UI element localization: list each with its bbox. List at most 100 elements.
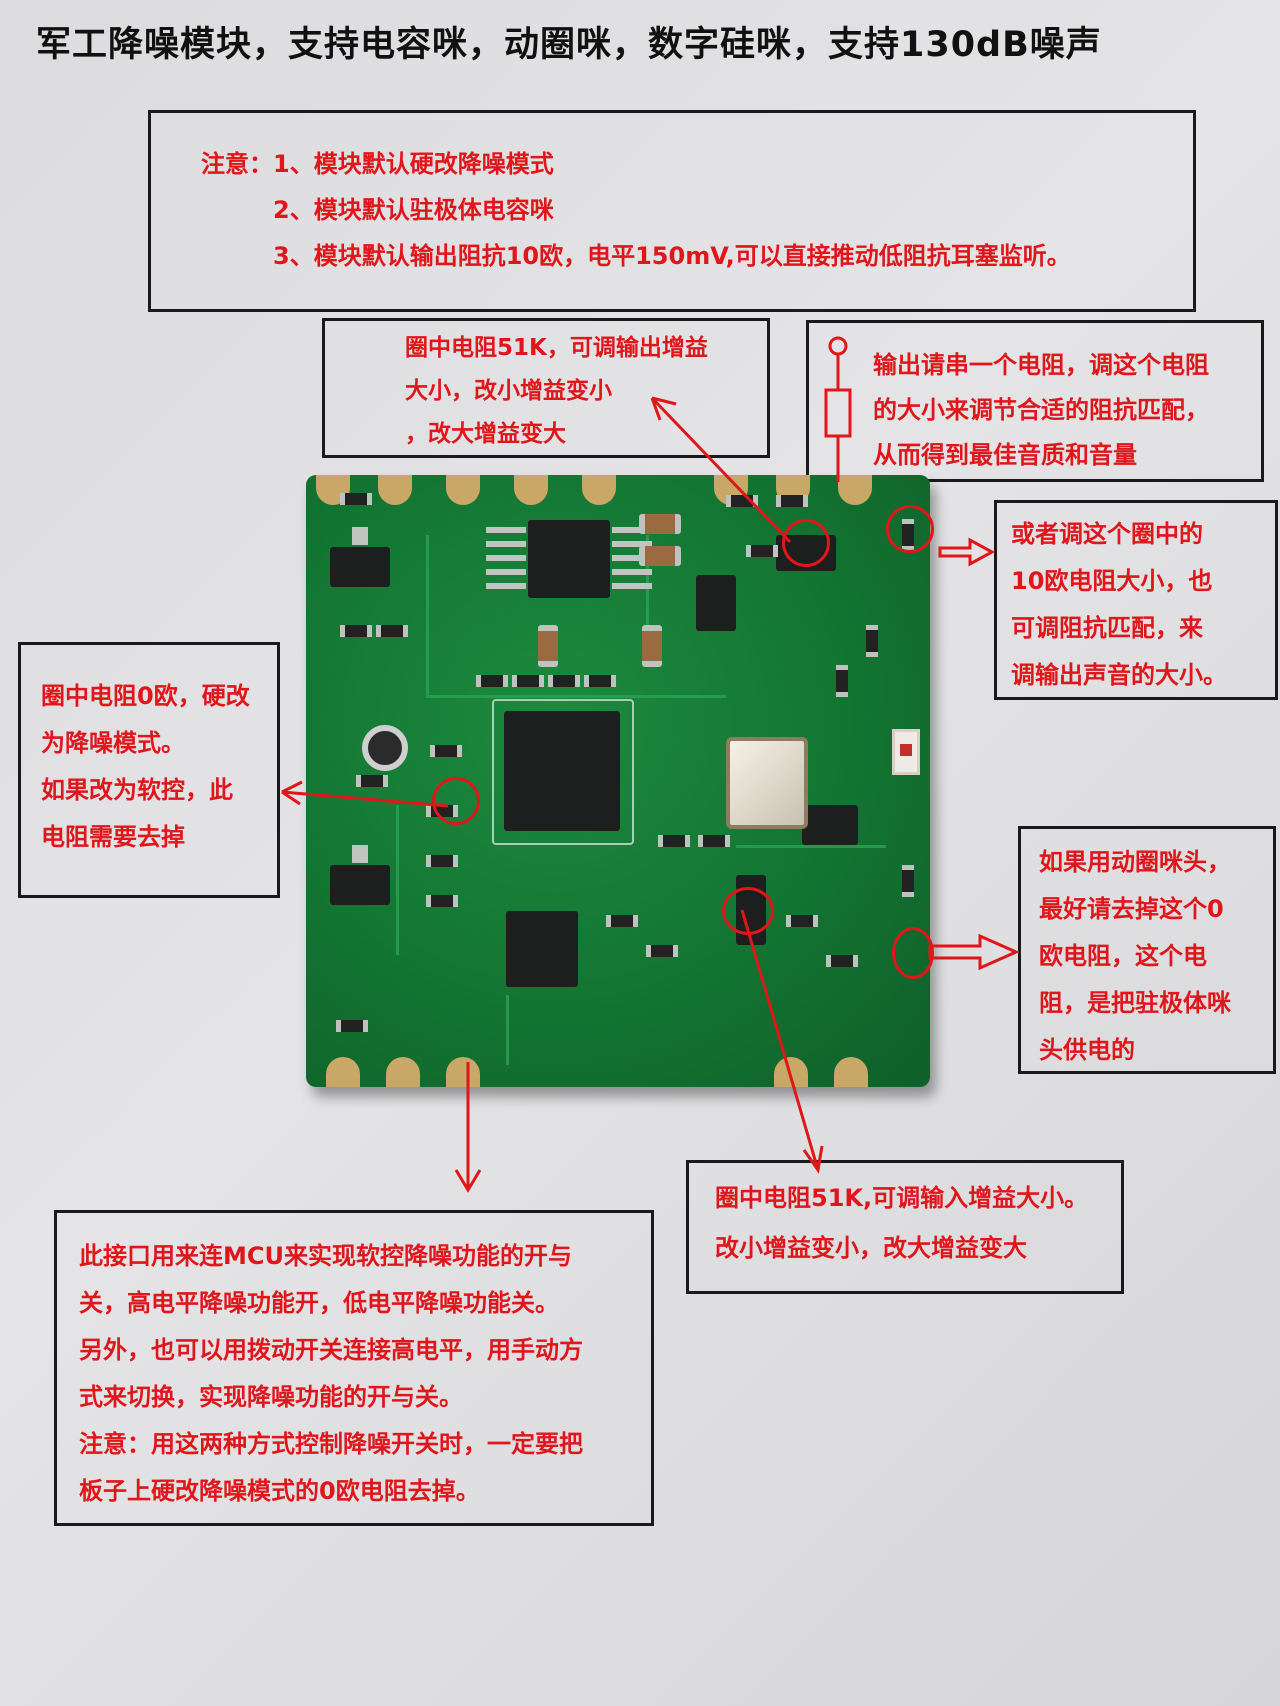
ic-pin	[486, 583, 526, 589]
mcu-line-6: 板子上硬改降噪模式的0欧电阻去掉。	[79, 1477, 480, 1505]
resistor-51k-output-gain	[746, 545, 778, 557]
resistor	[426, 895, 458, 907]
resistor	[826, 955, 858, 967]
top-ic-chip	[528, 520, 610, 598]
dynamic-mic-line-2: 最好请去掉这个0	[1039, 895, 1224, 923]
resistor	[512, 675, 544, 687]
trace	[426, 535, 429, 695]
resistor	[376, 625, 408, 637]
silkscreen-outline	[492, 699, 634, 845]
edge-pad	[446, 1057, 480, 1087]
highlight-circle-mic-power	[892, 927, 934, 979]
resistor	[584, 675, 616, 687]
input-gain-box: 圈中电阻51K,可调输入增益大小。 改小增益变小，改大增益变大	[686, 1160, 1124, 1294]
trace	[396, 805, 399, 955]
ic-pin	[612, 555, 652, 561]
ic-pin	[486, 569, 526, 575]
dynamic-mic-line-3: 欧电阻，这个电	[1039, 942, 1207, 970]
input-gain-line-1: 圈中电阻51K,可调输入增益大小。	[715, 1184, 1089, 1212]
resistor	[548, 675, 580, 687]
highlight-circle-output-gain	[782, 519, 830, 567]
trace	[646, 535, 649, 625]
ic-pin	[486, 541, 526, 547]
terminal-symbol	[828, 336, 848, 356]
resistor	[336, 1020, 368, 1032]
ic-pin	[612, 527, 652, 533]
resistor	[476, 675, 508, 687]
crystal-oscillator	[726, 737, 808, 829]
bottom-chip	[506, 911, 578, 987]
edge-pad	[326, 1057, 360, 1087]
resistor	[786, 915, 818, 927]
resistor-symbol	[824, 388, 852, 438]
page-title: 军工降噪模块，支持电容咪，动圈咪，数字硅咪，支持130dB噪声	[36, 25, 1102, 65]
resistor-51k-input-gain	[698, 835, 730, 847]
resistor	[866, 625, 878, 657]
ten-ohm-line-2: 10欧电阻大小，也	[1011, 567, 1213, 595]
output-resistor-line-2: 的大小来调节合适的阻抗匹配，	[873, 396, 1209, 424]
ic-pin	[612, 569, 652, 575]
resistor	[356, 775, 388, 787]
capacitor	[538, 625, 558, 667]
dynamic-mic-line-4: 阻，是把驻极体咪	[1039, 989, 1231, 1017]
edge-pad	[378, 475, 412, 505]
output-gain-line-2: 大小，改小增益变小	[405, 378, 612, 404]
trace	[506, 995, 509, 1065]
mcu-interface-box: 此接口用来连MCU来实现软控降噪功能的开与 关，高电平降噪功能开，低电平降噪功能…	[54, 1210, 654, 1526]
edge-pad	[386, 1057, 420, 1087]
note-line-3: 3、模块默认输出阻抗10欧，电平150mV,可以直接推动低阻抗耳塞监听。	[273, 242, 1071, 270]
regulator	[802, 805, 858, 845]
highlight-circle-10ohm	[886, 505, 934, 553]
arrow-input-gain	[740, 909, 820, 1171]
resistor	[776, 495, 808, 507]
mounting-hole	[362, 725, 408, 771]
edge-pad	[582, 475, 616, 505]
resistor	[340, 625, 372, 637]
arrowhead	[281, 780, 303, 806]
mcu-line-2: 关，高电平降噪功能开，低电平降噪功能关。	[79, 1289, 559, 1317]
mcu-line-5: 注意：用这两种方式控制降噪开关时，一定要把	[79, 1430, 583, 1458]
ten-ohm-line-4: 调输出声音的大小。	[1011, 661, 1227, 689]
input-gain-line-2: 改小增益变小，改大增益变大	[715, 1234, 1027, 1262]
edge-pad	[834, 1057, 868, 1087]
note-box: 注意：1、模块默认硬改降噪模式 2、模块默认驻极体电容咪 3、模块默认输出阻抗1…	[148, 110, 1196, 312]
output-resistor-line-3: 从而得到最佳音质和音量	[873, 441, 1137, 469]
resistor-0ohm-mode	[430, 745, 462, 757]
ic-pin	[486, 527, 526, 533]
note-line-2: 2、模块默认驻极体电容咪	[273, 196, 554, 224]
main-dsp-chip	[504, 711, 620, 831]
mcu-line-4: 式来切换，实现降噪功能的开与关。	[79, 1383, 463, 1411]
note-line-1: 注意：1、模块默认硬改降噪模式	[201, 150, 554, 178]
edge-pad	[446, 475, 480, 505]
resistor	[340, 493, 372, 505]
ten-ohm-line-1: 或者调这个圈中的	[1011, 520, 1203, 548]
mcu-line-3: 另外，也可以用拨动开关连接高电平，用手动方	[79, 1336, 583, 1364]
trace	[426, 695, 726, 698]
output-gain-box: 圈中电阻51K，可调输出增益 大小，改小增益变小 ，改大增益变大	[322, 318, 770, 458]
dynamic-mic-line-1: 如果用动圈咪头，	[1039, 848, 1231, 876]
resistor-0ohm-mic-power	[902, 865, 914, 897]
highlight-circle-0ohm-mode	[432, 777, 480, 825]
capacitor	[642, 625, 662, 667]
arrow-output-gain	[650, 396, 792, 544]
resistor	[646, 945, 678, 957]
zero-ohm-line-3: 如果改为软控，此	[41, 776, 233, 804]
edge-pad	[514, 475, 548, 505]
transistor-pin	[352, 845, 368, 863]
hollow-arrow-10ohm	[938, 537, 996, 567]
zero-ohm-box: 圈中电阻0欧，硬改 为降噪模式。 如果改为软控，此 电阻需要去掉	[18, 642, 280, 898]
ic-pin	[486, 555, 526, 561]
transistor	[330, 865, 390, 905]
transistor-pin	[352, 527, 368, 545]
output-resistor-line-1: 输出请串一个电阻，调这个电阻	[873, 351, 1209, 379]
arrowhead	[650, 396, 677, 421]
mcu-line-1: 此接口用来连MCU来实现软控降噪功能的开与	[79, 1242, 572, 1270]
resistor	[658, 835, 690, 847]
zero-ohm-line-1: 圈中电阻0欧，硬改	[41, 682, 250, 710]
ten-ohm-box: 或者调这个圈中的 10欧电阻大小，也 可调阻抗匹配，来 调输出声音的大小。	[994, 500, 1278, 700]
transistor	[330, 547, 390, 587]
dynamic-mic-line-5: 头供电的	[1039, 1036, 1135, 1064]
output-gain-line-3: ，改大增益变大	[405, 421, 566, 447]
zero-ohm-line-2: 为降噪模式。	[41, 729, 185, 757]
